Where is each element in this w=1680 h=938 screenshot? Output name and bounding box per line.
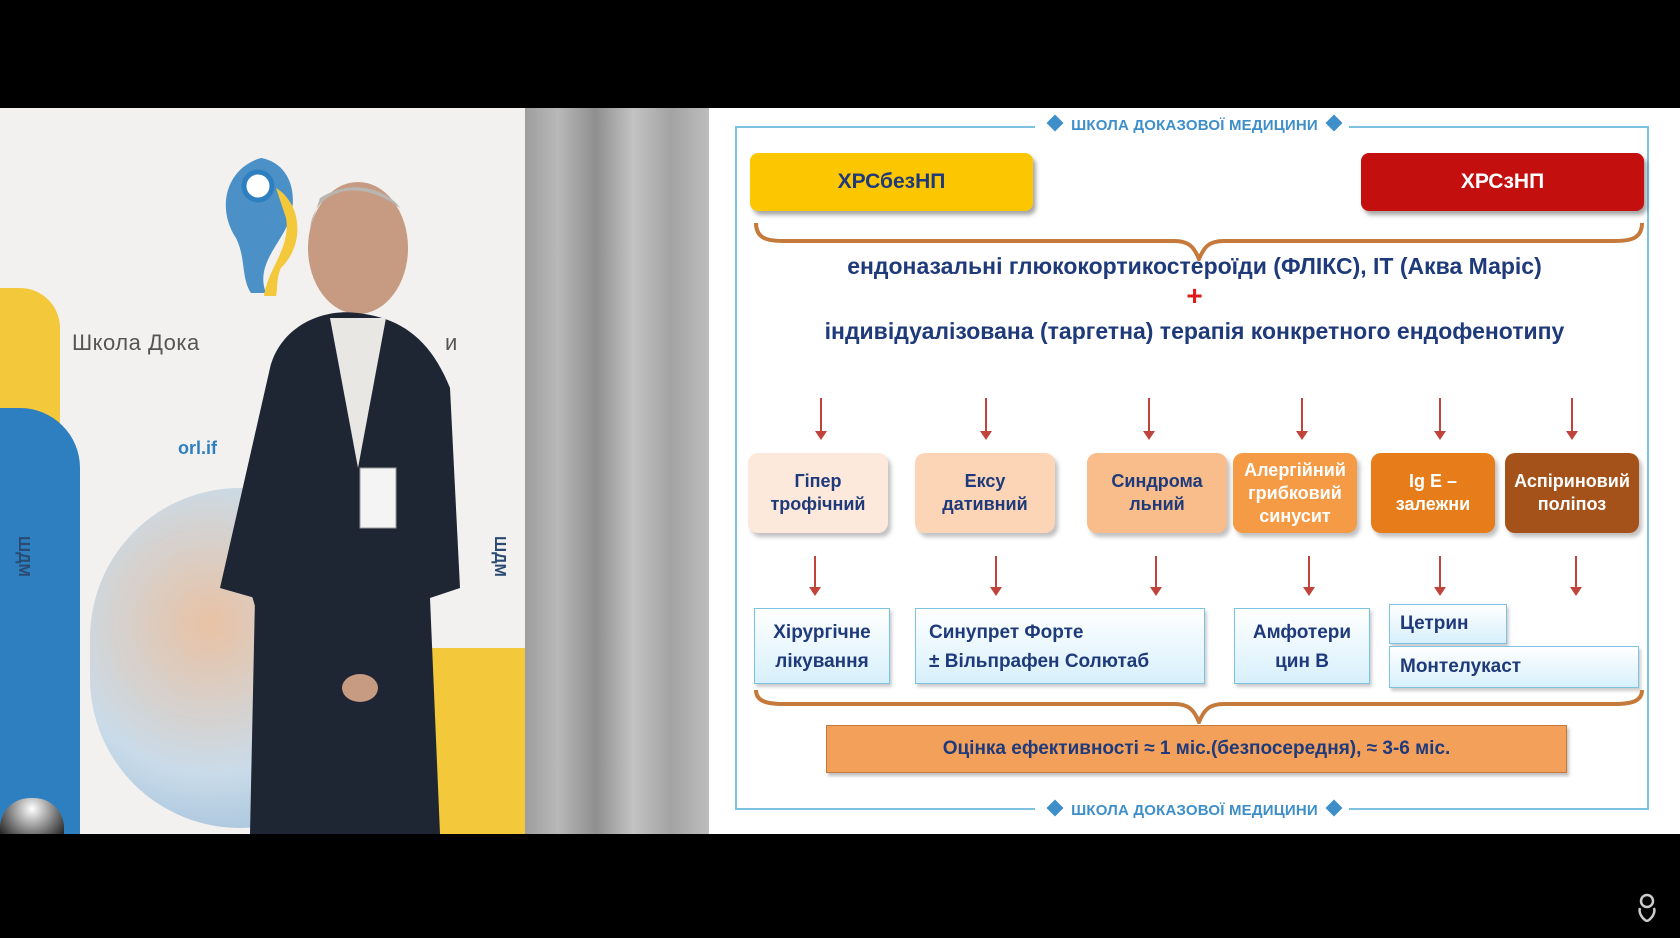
- slide-border-bottom-right: [1349, 808, 1649, 810]
- treatment-surgery-line2: лікування: [775, 651, 869, 672]
- treatment-surgery: Хірургічне лікування: [754, 608, 890, 684]
- arrow-down-icon: [1570, 556, 1582, 596]
- banner-blue-shape: [0, 408, 80, 834]
- phenotype-ige-dependent: Ig E – залежни: [1371, 453, 1495, 533]
- arrow-down-icon: [1303, 556, 1315, 596]
- brand-top-text: ШКОЛА ДОКАЗОВОЇ МЕДИЦИНИ: [1071, 117, 1318, 134]
- slide-border-top-left: [735, 126, 1035, 128]
- top-brace: [754, 222, 1644, 261]
- arrow-down-icon: [1296, 398, 1308, 440]
- phenotype-exudative: Ексу дативний: [915, 453, 1055, 533]
- treatment-ampho-line1: Амфотери: [1252, 622, 1352, 643]
- treatment-surgery-line1: Хірургічне: [773, 622, 871, 643]
- arrow-down-icon: [1434, 398, 1446, 440]
- treatment-sinupret-line2-row: ± Вільпрафен Солютаб: [929, 647, 1204, 676]
- arrow-down-icon: [809, 556, 821, 596]
- phenotype-aspirin-polyposis: Аспіриновий поліпоз: [1505, 453, 1639, 533]
- header-right-pill: ХРСзНП: [1361, 153, 1644, 211]
- banner-school-tail: и: [445, 330, 458, 355]
- treatment-sinupret: Синупрет Форте ± Вільпрафен Солютаб: [915, 608, 1205, 684]
- evaluation-bar: Оцінка ефективності ≈ 1 міс.(безпосередн…: [826, 725, 1567, 773]
- arrow-down-icon: [815, 398, 827, 440]
- plus-minus-sign: ±: [929, 651, 940, 672]
- brand-bottom: ШКОЛА ДОКАЗОВОЇ МЕДИЦИНИ: [709, 799, 1680, 819]
- banner-vertical-left: ШДМ: [15, 536, 32, 577]
- slide-border-bottom-left: [735, 808, 1035, 810]
- banner-vertical-right: ШДМ: [491, 536, 508, 577]
- school-logo-icon: [225, 158, 298, 296]
- slide-border-left: [735, 126, 737, 810]
- slide-border-top-right: [1349, 126, 1649, 128]
- therapy-line-1: ендоназальні глюкокортикостероїди (ФЛІКС…: [847, 253, 1542, 279]
- diamond-icon: [1046, 114, 1064, 132]
- banner-school-text: Школа Дока: [72, 330, 200, 355]
- header-left-pill: ХРСбезНП: [750, 153, 1033, 211]
- presenter-figure: [220, 182, 460, 834]
- camera-view: Школа Дока и orl.if ШДМ ШДМ: [0, 108, 709, 834]
- arrow-down-icon: [980, 398, 992, 440]
- plus-sign: +: [1186, 280, 1203, 311]
- treatment-amphotericin: Амфотери цин В: [1234, 608, 1370, 684]
- brand-bottom-text: ШКОЛА ДОКАЗОВОЇ МЕДИЦИНИ: [1071, 802, 1318, 819]
- phenotype-syndromal: Синдрома льний: [1087, 453, 1227, 533]
- diamond-icon: [1325, 114, 1343, 132]
- diamond-icon: [1046, 799, 1064, 817]
- slide-border-right: [1647, 126, 1649, 810]
- curtain-wall: [520, 108, 709, 834]
- therapy-line-2: індивідуалізована (таргетна) терапія кон…: [824, 318, 1565, 344]
- arrow-down-icon: [990, 556, 1002, 596]
- phenotype-allergic-fungal: Алергійний грибковий синусит: [1233, 453, 1357, 533]
- presentation-slide: ШКОЛА ДОКАЗОВОЇ МЕДИЦИНИ ХРСбезНП ХРСзНП…: [709, 108, 1680, 834]
- phenotype-hypertrophic: Гіпер трофічний: [748, 453, 888, 533]
- treatment-cetrin: Цетрин: [1389, 604, 1507, 644]
- treatment-montelukast: Монтелукаст: [1389, 646, 1639, 688]
- brand-top: ШКОЛА ДОКАЗОВОЇ МЕДИЦИНИ: [709, 114, 1680, 134]
- treatment-sinupret-line1: Синупрет Форте: [929, 622, 1084, 643]
- arrow-down-icon: [1566, 398, 1578, 440]
- arrow-down-icon: [1150, 556, 1162, 596]
- arrow-down-icon: [1434, 556, 1446, 596]
- channel-logo-icon: [1638, 893, 1656, 922]
- treatment-sinupret-line2: Вільпрафен Солютаб: [944, 651, 1150, 672]
- diamond-icon: [1325, 799, 1343, 817]
- arrow-down-icon: [1143, 398, 1155, 440]
- bottom-brace: [754, 689, 1644, 724]
- banner-site-text: orl.if: [178, 438, 217, 458]
- treatment-ampho-line2: цин В: [1275, 651, 1329, 672]
